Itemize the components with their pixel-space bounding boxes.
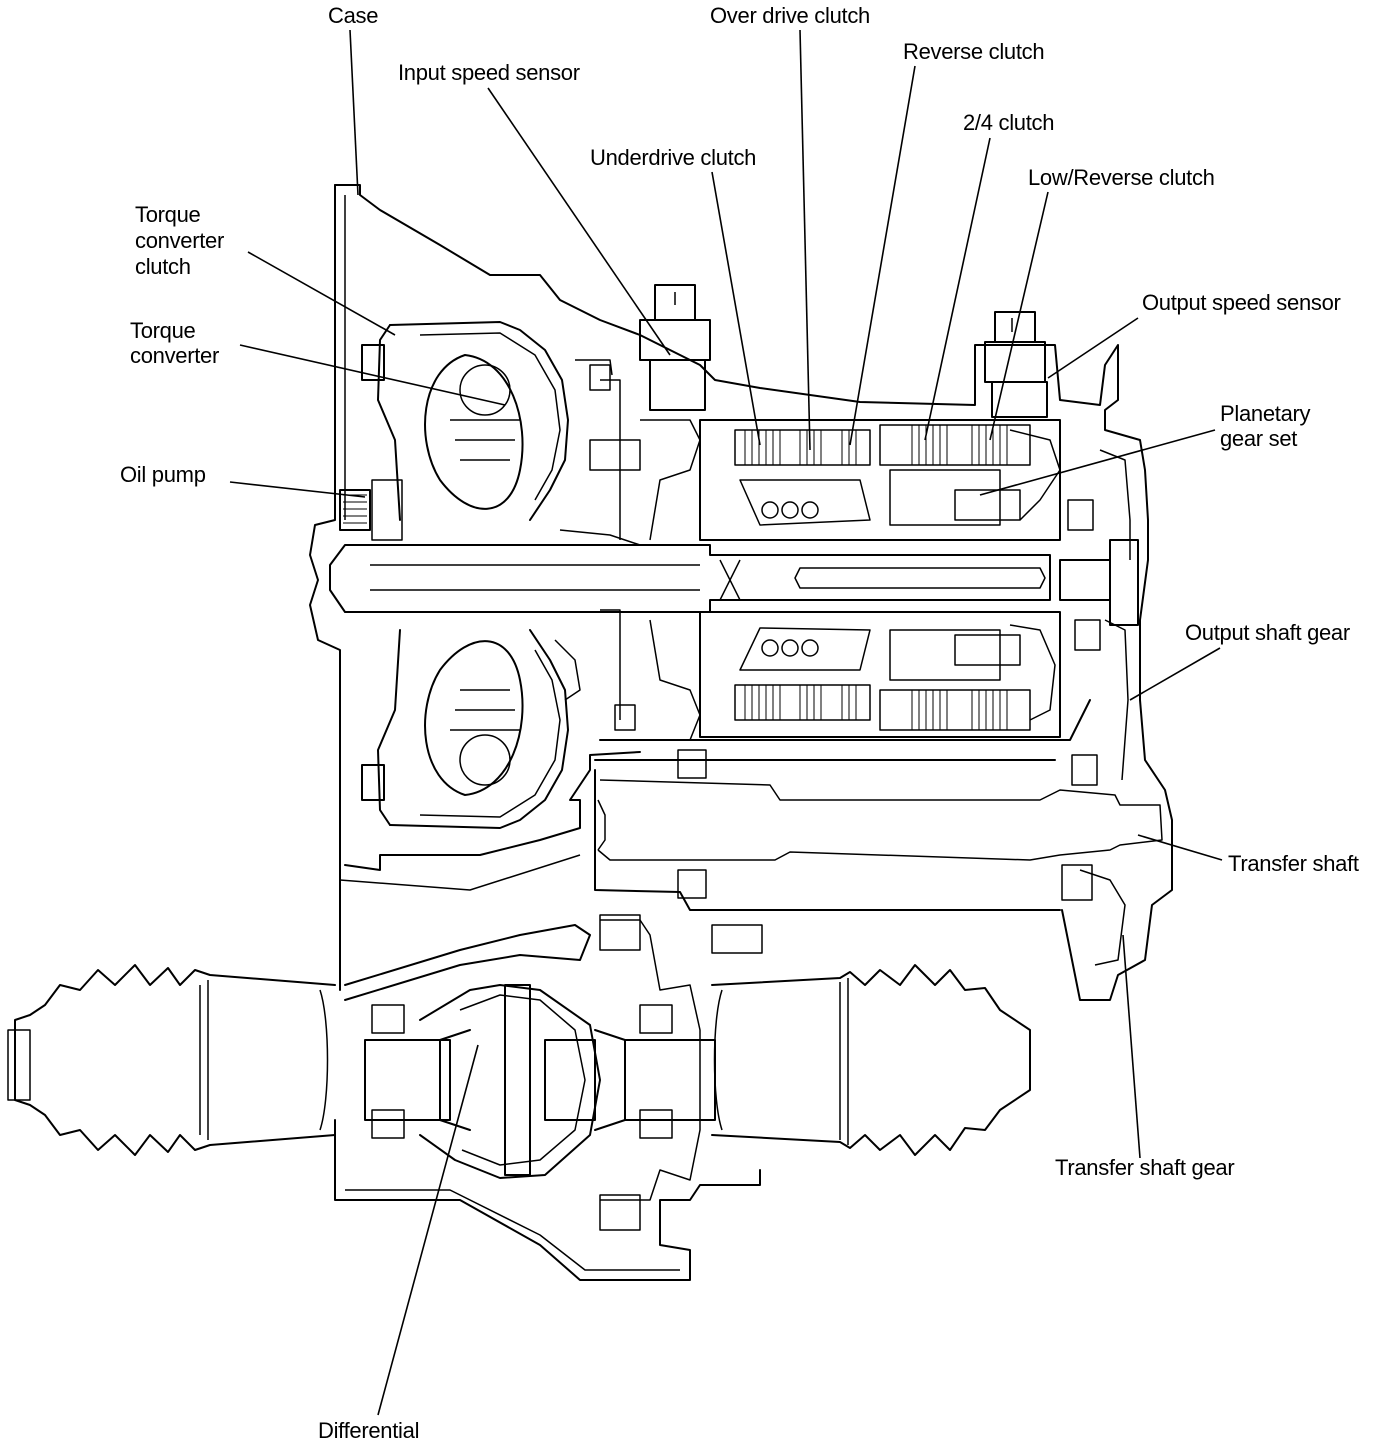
label-low-reverse-clutch: Low/Reverse clutch [1028, 165, 1215, 190]
label-torque-converter-clutch-line2: converter [135, 228, 224, 253]
leader-input-speed-sensor [487, 87, 671, 356]
leader-transfer-shaft-gear [1122, 934, 1141, 1159]
input-output-shafts [329, 539, 1139, 626]
label-planetary-gear-set-line2: gear set [1220, 426, 1297, 451]
label-transfer-shaft: Transfer shaft [1228, 851, 1359, 876]
output-speed-sensor [984, 311, 1048, 418]
clutch-packs-lower [699, 611, 1061, 738]
label-output-speed-sensor: Output speed sensor [1142, 290, 1341, 315]
label-differential: Differential [318, 1418, 419, 1443]
torque-converter [361, 321, 569, 829]
label-planetary-gear-set-line1: Planetary [1220, 401, 1311, 426]
leader-oil-pump [229, 481, 366, 498]
label-reverse-clutch: Reverse clutch [903, 39, 1044, 64]
leader-over-drive-clutch [799, 29, 811, 451]
leader-2-4-clutch [924, 137, 991, 441]
leader-lines [229, 29, 1223, 1416]
leader-reverse-clutch [849, 65, 916, 446]
label-underdrive-clutch: Underdrive clutch [590, 145, 756, 170]
leader-output-shaft-gear [1129, 647, 1221, 701]
label-torque-converter-line1: Torque [130, 318, 196, 343]
label-case: Case [328, 3, 378, 28]
oil-pump [339, 479, 403, 541]
label-over-drive-clutch: Over drive clutch [710, 3, 870, 28]
label-2-4-clutch: 2/4 clutch [963, 110, 1054, 135]
transaxle-case [309, 184, 1173, 1281]
left-axle-cv-boot [7, 964, 451, 1156]
leader-planetary-gear-set [979, 429, 1216, 496]
leader-low-reverse-clutch [989, 191, 1049, 441]
input-speed-sensor [639, 284, 711, 411]
leader-transfer-shaft [1137, 834, 1223, 861]
label-output-shaft-gear: Output shaft gear [1185, 620, 1350, 645]
differential [344, 914, 763, 1231]
leader-underdrive-clutch [711, 171, 761, 446]
leader-differential [377, 1044, 479, 1416]
leader-torque-converter-clutch [247, 251, 396, 336]
label-torque-converter-clutch-line1: Torque [135, 202, 201, 227]
label-torque-converter-line2: converter [130, 343, 219, 368]
label-input-speed-sensor: Input speed sensor [398, 60, 580, 85]
label-torque-converter-clutch-line3: clutch [135, 254, 191, 279]
internal-linework [554, 359, 1101, 901]
label-oil-pump: Oil pump [120, 462, 206, 487]
leader-output-speed-sensor [1047, 317, 1139, 379]
clutch-packs-upper [699, 419, 1061, 541]
label-transfer-shaft-gear: Transfer shaft gear [1055, 1155, 1234, 1180]
right-axle-cv-boot [624, 964, 1031, 1156]
leader-case [349, 29, 359, 196]
callout-labels: Case Over drive clutch Reverse clutch In… [120, 3, 1359, 1443]
